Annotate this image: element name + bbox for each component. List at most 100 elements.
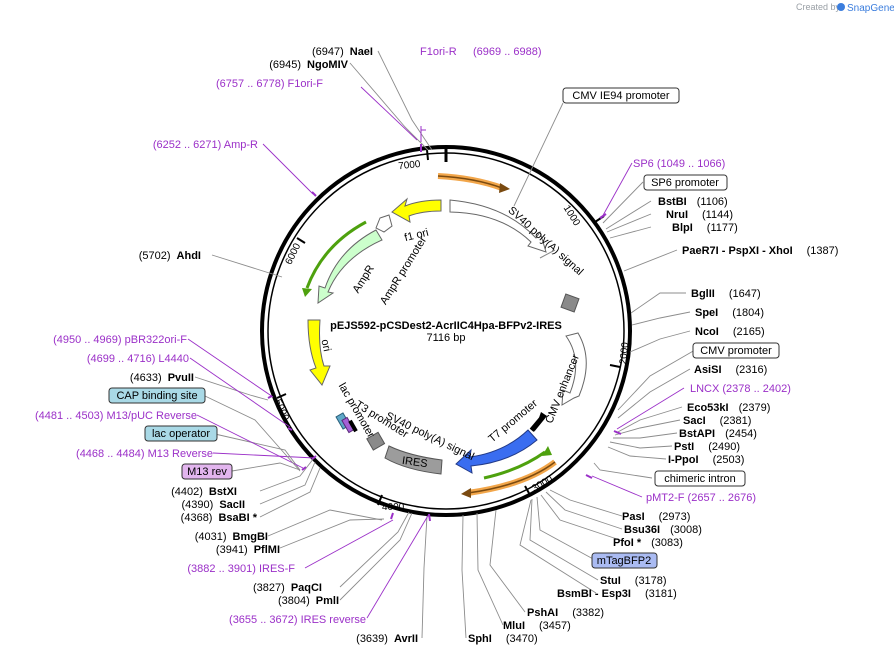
bsabi-site[interactable]: (4368)BsaBI * [181, 512, 258, 524]
ires-block[interactable] [384, 445, 443, 475]
bstbi-site[interactable]: BstBI(1106) [658, 196, 728, 208]
ires-label: IRES [401, 455, 428, 470]
tick-label-6000: 6000 [284, 241, 304, 266]
sv40-small-marker [539, 249, 556, 259]
snapgene-logo-icon [837, 3, 845, 11]
m13-rev-label: M13 rev [187, 466, 227, 478]
mtagbfp2-box[interactable] [591, 552, 658, 569]
bstapi-site[interactable]: BstAPI(2454) [679, 428, 757, 440]
stui-site[interactable]: StuI(3178) [600, 575, 667, 587]
ori-arrow[interactable] [307, 319, 331, 386]
cmv-ie94-promoter-label: CMV IE94 promoter [572, 90, 670, 102]
ncoi-site[interactable]: NcoI(2165) [695, 326, 765, 338]
mtagbfp2-label: mTagBFP2 [597, 555, 651, 567]
eco53ki-site[interactable]: Eco53kI(2379) [687, 402, 770, 414]
primer-ticks [267, 144, 622, 522]
f1ori-r-range: (6969 .. 6988) [473, 46, 542, 58]
ampr-orf-line [305, 220, 367, 289]
pmli-site[interactable]: (3804)PmlI [278, 595, 339, 607]
sacii-site[interactable]: (4390)SacII [182, 499, 245, 511]
pshai-site[interactable]: PshAI(3382) [527, 607, 604, 619]
f1ori-r-name[interactable]: F1ori-R [420, 46, 457, 58]
lac-operator-label: lac operator [152, 428, 210, 440]
paqci-site[interactable]: (3827)PaqCI [253, 582, 322, 594]
orange-orf-top-band [437, 173, 504, 191]
pasi-site[interactable]: PasI(2973) [622, 511, 690, 523]
sp6-primer[interactable]: SP6 (1049 .. 1066) [633, 158, 725, 170]
bmgbi-site[interactable]: (4031)BmgBI [195, 531, 268, 543]
pvuii-site[interactable]: (4633)PvuII [130, 372, 194, 384]
chimeric-intron-label: chimeric intron [664, 473, 736, 485]
f1-ori-label: f1 ori [403, 227, 430, 245]
sphi-site[interactable]: SphI(3470) [468, 633, 538, 645]
snapgene-brand: SnapGene [847, 3, 894, 14]
ngomiv-site[interactable]: (6945)NgoMIV [269, 59, 348, 71]
cmv-promoter-label: CMV promoter [700, 345, 772, 357]
cmv-promoter-arrowhead [534, 412, 547, 432]
leader-lines [187, 50, 696, 639]
mlui-site[interactable]: MluI(3457) [503, 620, 571, 632]
credit-text: Created by [796, 2, 841, 12]
saci-site[interactable]: SacI(2381) [683, 415, 751, 427]
cmv-enhancer-arrow[interactable] [561, 332, 587, 406]
cmv-ie94-promoter-box[interactable] [562, 87, 680, 104]
chimeric-intron-box[interactable] [654, 470, 746, 487]
psti-site[interactable]: PstI(2490) [674, 441, 740, 453]
m13-reverse-primer[interactable]: (4468 .. 4484) M13 Reverse [76, 448, 213, 460]
tick-label-2000: 2000 [618, 341, 631, 365]
ampr-label: AmpR [351, 263, 377, 295]
cmv-promoter-box[interactable] [692, 342, 780, 359]
ampr-orf-arrowhead [302, 288, 312, 297]
i-ppoi-site[interactable]: I-PpoI(2503) [668, 454, 744, 466]
green-orf-bottom-line [483, 450, 546, 480]
grey-box-bottom [366, 431, 386, 451]
plasmid-name: pEJS592-pCSDest2-AcrIIC4Hpa-BFPv2-IRES [330, 320, 562, 332]
tick-label-4000: 4000 [382, 502, 405, 513]
pfoi-site[interactable]: PfoI *(3083) [613, 537, 683, 549]
ahdi-site[interactable]: (5702)AhdI [139, 250, 201, 262]
blpi-site[interactable]: BlpI(1177) [672, 222, 738, 234]
tick-label-5000: 5000 [272, 398, 291, 423]
ampr-promoter-arrow[interactable] [375, 214, 393, 233]
grey-box-right [560, 293, 580, 313]
m13-puc-reverse-primer[interactable]: (4481 .. 4503) M13/pUC Reverse [35, 410, 197, 422]
bglii-site[interactable]: BglII(1647) [691, 288, 761, 300]
ampr-arrow[interactable] [317, 229, 383, 304]
lncx-primer[interactable]: LNCX (2378 .. 2402) [690, 383, 791, 395]
orange-orf-bottom-line [467, 461, 556, 494]
bsu36i-site[interactable]: Bsu36I(3008) [624, 524, 702, 536]
sp6-promoter-label: SP6 promoter [651, 177, 719, 189]
f1ori-f-primer[interactable]: (6757 .. 6778) F1ori-F [216, 78, 323, 90]
orange-orf-top-line [437, 175, 503, 189]
sp6-promoter-box[interactable] [643, 174, 728, 191]
nrui-site[interactable]: NruI(1144) [666, 209, 733, 221]
ires-f-primer[interactable]: (3882 .. 3901) IRES-F [187, 563, 295, 575]
orange-orf-top-arrowhead [499, 183, 510, 193]
lac-cluster [335, 412, 358, 434]
tick-label-7000: 7000 [398, 159, 422, 172]
sv40-polya-top-arrow[interactable] [449, 199, 547, 253]
amp-r-primer[interactable]: (6252 .. 6271) Amp-R [153, 139, 258, 151]
avrii-site[interactable]: (3639)AvrII [356, 633, 418, 645]
pmt2-f-primer[interactable]: pMT2-F (2657 .. 2676) [646, 492, 756, 504]
spei-site[interactable]: SpeI(1804) [695, 307, 764, 319]
l4440-primer[interactable]: (4699 .. 4716) L4440 [87, 353, 189, 365]
bstxi-site[interactable]: (4402)BstXI [171, 486, 237, 498]
naei-site[interactable]: (6947)NaeI [312, 46, 373, 58]
pflmi-site[interactable]: (3941)PflMI [216, 544, 280, 556]
ori-label: ori [319, 338, 333, 352]
f1-ori-arrow[interactable] [391, 197, 442, 223]
cap-binding-site-box[interactable] [108, 387, 206, 404]
tick-label-1000: 1000 [561, 203, 582, 228]
ires-reverse-primer[interactable]: (3655 .. 3672) IRES reverse [229, 614, 366, 626]
m13-rev-box[interactable] [181, 463, 233, 480]
ampr-promoter-label: AmpR promoter [378, 234, 429, 306]
esp3i-site[interactable]: BsmBI - Esp3I(3181) [557, 588, 677, 600]
xhoi-group-site[interactable]: PaeR7I - PspXI - XhoI(1387) [682, 245, 838, 257]
mtagbfp2-arrow[interactable] [455, 429, 538, 474]
pbr322ori-f-primer[interactable]: (4950 .. 4969) pBR322ori-F [53, 334, 187, 346]
asisi-site[interactable]: AsiSI(2316) [694, 364, 767, 376]
lac-operator-box[interactable] [144, 425, 218, 442]
